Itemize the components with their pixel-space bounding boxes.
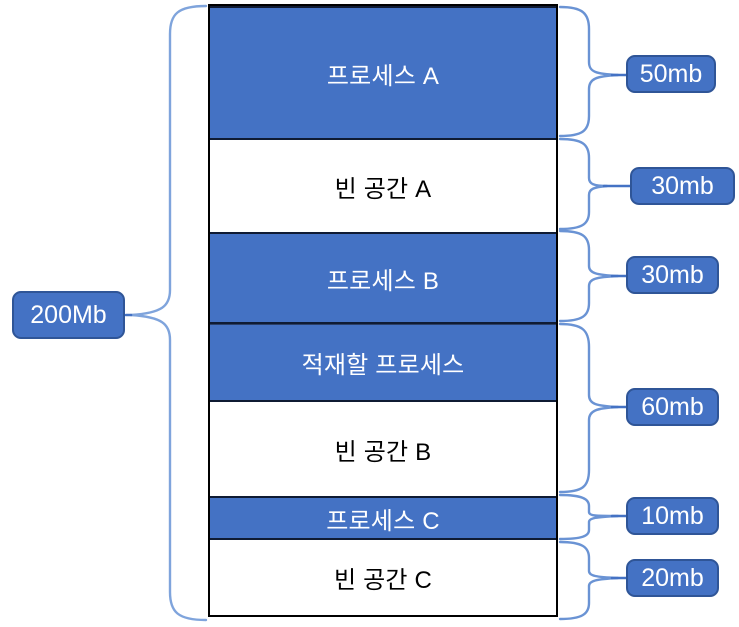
brace-process-a bbox=[558, 5, 620, 138]
size-pill-label: 30mb bbox=[651, 171, 714, 200]
memory-block-label: 빈 공간 A bbox=[334, 175, 432, 203]
memory-block-process-a[interactable]: 프로세스 A bbox=[210, 6, 556, 140]
brace-process-c bbox=[558, 493, 620, 541]
size-pill-free-c[interactable]: 20mb bbox=[626, 559, 719, 597]
memory-block-label: 프로세스 A bbox=[326, 62, 440, 90]
brace-free-c bbox=[558, 540, 620, 621]
total-memory-label: 200Mb bbox=[30, 300, 107, 329]
memory-block-process-b[interactable]: 프로세스 B bbox=[210, 232, 556, 324]
memory-block-label: 빈 공간 C bbox=[333, 567, 433, 594]
size-pill-label: 50mb bbox=[639, 59, 703, 88]
size-pill-free-a[interactable]: 30mb bbox=[630, 167, 735, 205]
size-pill-label: 10mb bbox=[641, 501, 704, 530]
size-pill-label: 20mb bbox=[641, 563, 704, 592]
memory-block-label: 적재할 프로세스 bbox=[301, 352, 465, 379]
memory-block-label: 프로세스 B bbox=[326, 267, 440, 295]
size-pill-label: 60mb bbox=[641, 392, 704, 421]
memory-column: 프로세스 A 빈 공간 A 프로세스 B 적재할 프로세스 빈 공간 B 프로세… bbox=[208, 4, 558, 617]
total-memory-pill[interactable]: 200Mb bbox=[12, 291, 125, 339]
brace-free-b bbox=[558, 322, 620, 494]
brace-free-a bbox=[558, 137, 609, 231]
total-brace bbox=[129, 4, 208, 622]
size-pill-process-b[interactable]: 30mb bbox=[626, 256, 719, 294]
memory-block-free-a[interactable]: 빈 공간 A bbox=[210, 140, 556, 232]
memory-block-free-b[interactable]: 빈 공간 B bbox=[210, 402, 556, 496]
size-pill-label: 30mb bbox=[641, 260, 704, 289]
memory-block-label: 프로세스 C bbox=[326, 507, 440, 535]
memory-block-free-c[interactable]: 빈 공간 C bbox=[210, 540, 556, 615]
memory-block-label: 빈 공간 B bbox=[334, 438, 432, 466]
memory-block-incoming-process[interactable]: 적재할 프로세스 bbox=[210, 324, 556, 402]
size-pill-process-c[interactable]: 10mb bbox=[626, 497, 719, 535]
memory-block-process-c[interactable]: 프로세스 C bbox=[210, 496, 556, 540]
size-pill-process-a[interactable]: 50mb bbox=[626, 55, 716, 93]
brace-process-b bbox=[558, 229, 620, 323]
size-pill-free-b[interactable]: 60mb bbox=[626, 388, 719, 426]
